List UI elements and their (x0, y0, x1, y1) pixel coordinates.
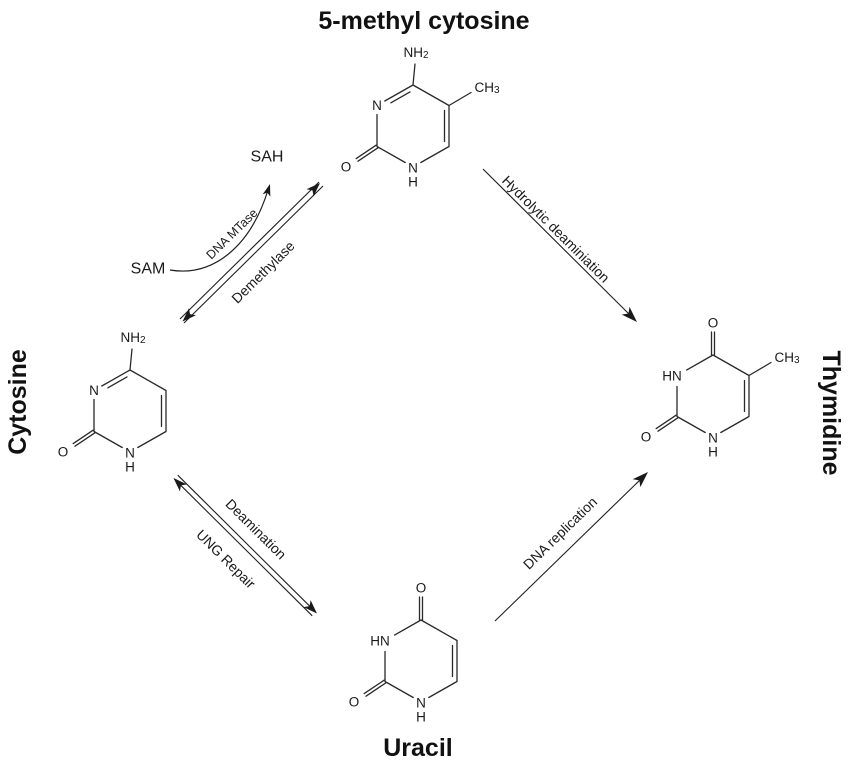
hydrolytic-arrowhead (621, 306, 637, 322)
molecule-label-cytosine: Cytosine (4, 349, 32, 455)
arrowhead-up-left (173, 478, 187, 492)
uracil-n1-label: N (416, 696, 426, 711)
cytosine-amine-label: NH2 (120, 330, 146, 346)
thymidine-o4-label: O (708, 316, 719, 331)
ung-repair-label: UNG Repair (193, 526, 259, 591)
uracil-o2-label: O (349, 695, 360, 710)
cytosine-n3-label: N (89, 383, 99, 398)
thymidine-n3-label: HN (662, 369, 682, 384)
thymidine-o2-label: O (641, 430, 652, 445)
replication-arrowhead (632, 472, 648, 488)
uracil-o4-label: O (416, 581, 427, 596)
arrowhead-down-left (182, 308, 196, 322)
cofactor-curve-arrow (169, 189, 269, 272)
cytosine-n1-h-label: H (125, 460, 135, 475)
arrow-hydrolytic-deamination: Hydrolytic deaminiation (482, 168, 637, 322)
molecule-title-5-methyl-cytosine: 5-methyl cytosine (318, 7, 529, 35)
5mc-methyl-label: CH3 (474, 80, 500, 96)
thymidine-methyl-label: CH3 (774, 350, 800, 366)
molecule-cytosine-structure: NH2 N O N H (58, 330, 167, 475)
molecule-uracil-structure: O HN O N H (349, 581, 458, 725)
uracil-bonds (363, 596, 458, 699)
5mc-n1-label: N (408, 161, 418, 176)
5mc-n3-label: N (372, 98, 382, 113)
equilibrium-arrow-lines (179, 181, 324, 324)
cytosine-n1-label: N (125, 446, 135, 461)
arrow-methylation-demethylation: DNA MTase Demethylase SAM SAH (131, 149, 324, 324)
arrowhead-up-right (306, 183, 320, 197)
hydrolytic-arrow-line (482, 168, 632, 317)
5mc-o2-label: O (341, 160, 352, 175)
sam-label: SAM (131, 261, 166, 278)
demethylase-label: Demethylase (228, 237, 298, 306)
thymidine-n1-label: N (708, 431, 718, 446)
thymidine-bonds (655, 331, 772, 434)
arrow-dna-replication: DNA replication (494, 472, 648, 622)
molecule-label-thymidine: Thymidine (817, 350, 845, 475)
5mc-bonds (355, 63, 472, 164)
5mc-n1-h-label: H (408, 175, 418, 190)
uracil-n1-h-label: H (416, 710, 426, 725)
uracil-n3-label: HN (370, 634, 390, 649)
cytosine-bonds (72, 348, 167, 449)
molecule-5-methyl-cytosine-structure: NH2 CH3 N O N H (341, 45, 500, 190)
molecule-label-uracil: Uracil (383, 734, 452, 762)
equilibrium-arrow-lines (173, 474, 317, 617)
arrowhead-down-right (303, 600, 317, 614)
hydrolytic-deamination-label: Hydrolytic deaminiation (499, 172, 613, 285)
5mc-amine-label: NH2 (403, 45, 429, 61)
thymidine-n1-h-label: H (708, 445, 718, 460)
cofactor-arrowhead (262, 184, 271, 197)
dna-replication-label: DNA replication (520, 494, 600, 573)
sah-label: SAH (251, 149, 284, 166)
replication-arrow-line (494, 477, 643, 622)
dna-mtase-label: DNA MTase (204, 206, 261, 262)
molecule-thymidine-structure: O CH3 HN O N H (641, 316, 800, 460)
cytosine-o2-label: O (58, 445, 69, 460)
arrow-deamination-ung-repair: Deamination UNG Repair (173, 474, 317, 617)
